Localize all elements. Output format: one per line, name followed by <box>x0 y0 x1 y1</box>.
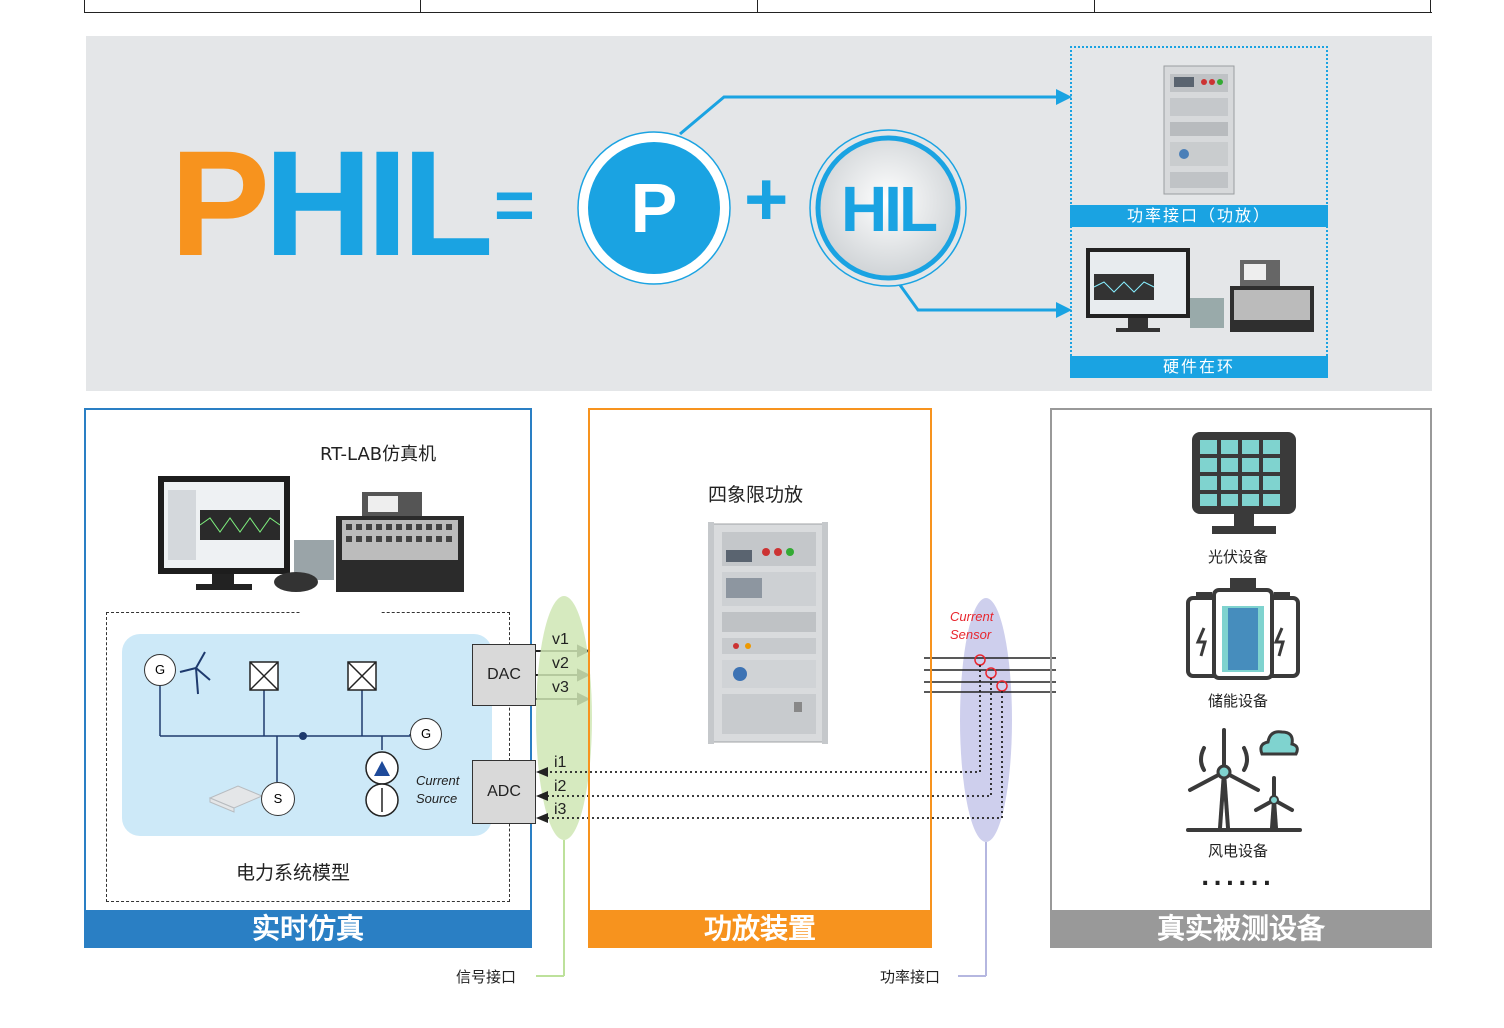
amplifier-panel <box>588 408 932 948</box>
phil-title: PHIL <box>170 128 494 278</box>
amplifier-footer: 功放装置 <box>588 910 932 948</box>
p-circle: P <box>576 130 732 286</box>
source-s-icon: S <box>261 782 295 816</box>
phil-hil-letters: HIL <box>264 119 494 287</box>
storage-device-label: 储能设备 <box>1208 692 1269 710</box>
signal-i3: i3 <box>554 801 567 818</box>
pv-panel-icon <box>1190 430 1298 538</box>
banner-connectors <box>679 89 1072 318</box>
current-sensor-line1: Current <box>950 609 994 624</box>
equals-sign: = <box>494 166 535 244</box>
plus-sign: + <box>744 157 789 242</box>
power-system-model-label: 电力系统模型 <box>236 862 351 884</box>
power-amplifier-photo-small <box>1160 64 1238 196</box>
current-source-line2: Source <box>416 791 458 806</box>
power-interface-label: 功率接口（功放） <box>1070 205 1328 227</box>
generator-icon: G <box>144 654 176 686</box>
rtlab-workstation-photo <box>156 470 468 600</box>
top-table-border <box>84 0 1432 13</box>
current-sensor-line2: Sensor <box>950 627 992 642</box>
current-sensor-label: Current Sensor <box>950 608 993 644</box>
hil-circle-label: HIL <box>840 173 938 245</box>
signal-interface-label: 信号接口 <box>456 968 517 986</box>
more-devices-ellipsis: ...... <box>1201 866 1276 891</box>
p-circle-label: P <box>630 169 678 247</box>
energy-storage-icon <box>1182 576 1304 680</box>
signal-i1: i1 <box>554 754 567 771</box>
power-interface-bottom-label: 功率接口 <box>880 968 941 986</box>
realtime-simulation-footer: 实时仿真 <box>84 910 532 948</box>
amplifier-title: 四象限功放 <box>708 484 804 506</box>
pv-device-label: 光伏设备 <box>1208 548 1269 566</box>
wind-turbine-icon <box>1184 720 1304 834</box>
devices-under-test-panel <box>1050 408 1432 948</box>
hil-label: 硬件在环 <box>1070 356 1328 378</box>
phil-p-letter: P <box>170 119 270 287</box>
wind-device-label: 风电设备 <box>1208 842 1269 860</box>
signal-i2: i2 <box>554 778 567 795</box>
adc-block: ADC <box>472 760 536 824</box>
generator-icon: G <box>410 718 442 750</box>
boundary-gap <box>300 604 380 620</box>
hil-workstation-photo-small <box>1080 244 1318 344</box>
signal-v1: v1 <box>552 631 569 648</box>
rtlab-machine-label: RT-LAB仿真机 <box>320 444 437 465</box>
dac-block: DAC <box>472 644 536 706</box>
devices-under-test-footer: 真实被测设备 <box>1050 910 1432 948</box>
hil-circle: HIL <box>808 128 968 288</box>
signal-v3: v3 <box>552 679 569 696</box>
current-source-label: Current Source <box>416 772 459 808</box>
four-quadrant-amplifier-photo <box>706 522 830 744</box>
current-source-line1: Current <box>416 773 460 788</box>
signal-v2: v2 <box>552 655 569 672</box>
